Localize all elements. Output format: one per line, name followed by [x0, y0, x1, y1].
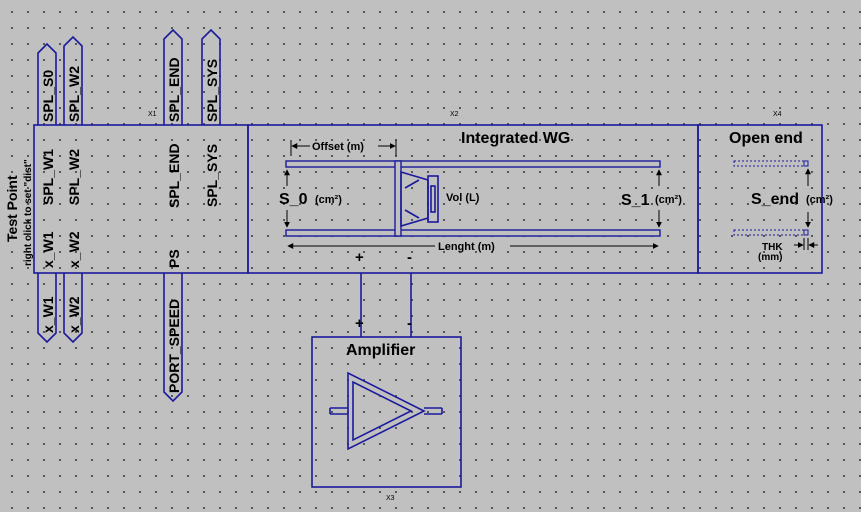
s0-label: S_0 — [279, 191, 308, 208]
send-unit: (cm²) — [806, 194, 833, 206]
amp-plus-terminal: + — [355, 315, 364, 332]
thk-label: THK — [762, 242, 783, 253]
open-end-pipe-icon — [733, 160, 809, 236]
vol-label: Vol (L) — [446, 192, 480, 204]
open-end-title: Open end — [729, 130, 803, 147]
amp-minus-terminal: - — [407, 315, 412, 332]
net-flag-spl-sys[interactable]: SPL_SYS — [201, 28, 221, 125]
instance-x4-label: X4 — [773, 111, 782, 118]
amplifier-title: Amplifier — [346, 342, 415, 359]
net-flag-spl-sys-label: SPL_SYS — [204, 59, 220, 122]
instance-x3-label: X3 — [386, 495, 395, 502]
wg-top-wall — [285, 160, 661, 168]
net-flag-port-speed[interactable]: PORT_SPEED — [163, 273, 183, 403]
net-flag-x-w2-label: x_W2 — [66, 296, 82, 333]
instance-x2-label: X2 — [450, 111, 459, 118]
wg-bottom-wall — [285, 229, 661, 237]
open-end-block[interactable] — [697, 124, 823, 274]
wg-minus-terminal: - — [407, 249, 412, 266]
driver-baffle — [394, 160, 402, 237]
wg-title: Integrated WG — [461, 130, 570, 147]
pin-spl-sys: SPL_SYS — [204, 144, 220, 207]
net-flag-x-w2[interactable]: x_W2 — [63, 273, 83, 344]
net-flag-x-w1-label: x_W1 — [40, 296, 56, 333]
net-flag-spl-s0-label: SPL_S0 — [40, 70, 56, 122]
amplifier-triangle-icon — [329, 371, 443, 451]
s0-unit: (cm²) — [315, 194, 342, 206]
amplifier-block[interactable] — [311, 336, 462, 488]
net-flag-port-speed-label: PORT_SPEED — [166, 299, 182, 393]
pin-ps: PS — [166, 249, 182, 268]
pin-x-w1: x_W1 — [40, 231, 56, 268]
net-flag-spl-s0[interactable]: SPL_S0 — [37, 42, 57, 125]
net-flag-spl-end-label: SPL_END — [166, 57, 182, 122]
pin-spl-w1: SPL_W1 — [40, 149, 56, 205]
wg-plus-terminal: + — [355, 249, 364, 266]
send-label: S_end — [751, 191, 799, 208]
offset-label: Offset (m) — [312, 141, 364, 153]
thk-unit: (mm) — [758, 252, 782, 263]
test-point-hint: right click to set "dist" — [23, 159, 34, 266]
net-flag-spl-end[interactable]: SPL_END — [163, 28, 183, 125]
pin-spl-end: SPL_END — [166, 143, 182, 208]
pin-spl-w2: SPL_W2 — [66, 149, 82, 205]
s1-label: S_1 — [621, 192, 650, 209]
speaker-driver-icon — [400, 170, 439, 228]
s1-unit: (cm²) — [655, 194, 682, 206]
test-point-title: Test Point — [4, 175, 20, 242]
pin-x-w2: x_W2 — [66, 231, 82, 268]
net-flag-x-w1[interactable]: x_W1 — [37, 273, 57, 344]
net-flag-spl-w2[interactable]: SPL_W2 — [63, 35, 83, 125]
length-label: Lenght (m) — [438, 241, 495, 253]
instance-x1-label: X1 — [148, 111, 157, 118]
net-flag-spl-w2-label: SPL_W2 — [66, 66, 82, 122]
